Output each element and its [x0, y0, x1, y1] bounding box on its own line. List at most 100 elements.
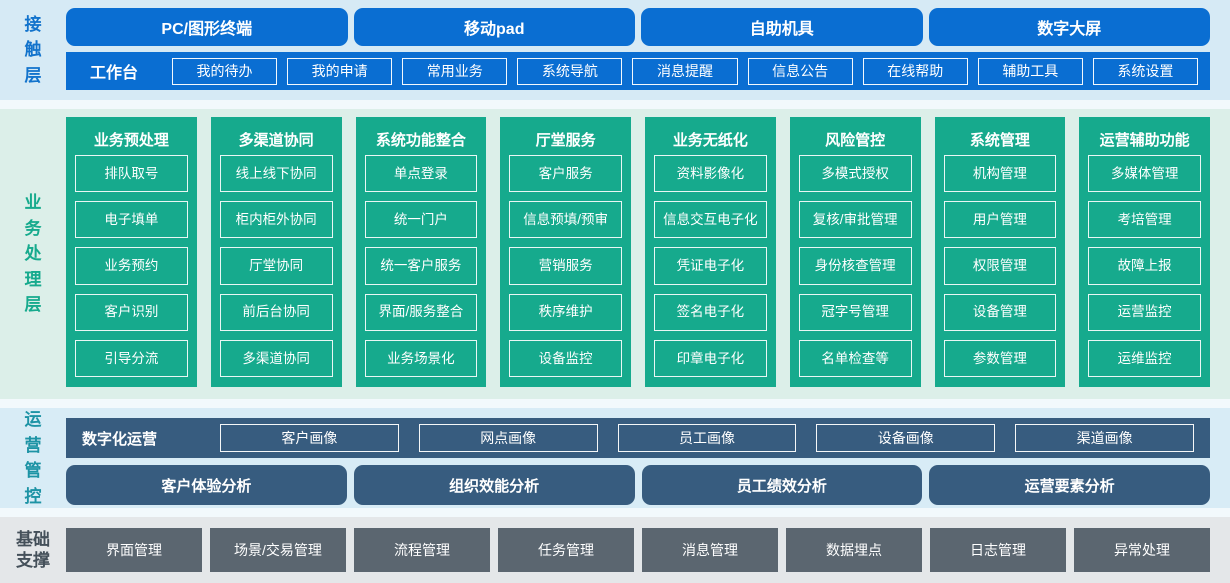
contact-layer-gutter: 接触层 [0, 0, 66, 100]
foundation-layer-gutter: 基础支撑 [0, 517, 66, 583]
column-items: 排队取号 电子填单 业务预约 客户识别 引导分流 [75, 155, 188, 378]
customer-portrait-button[interactable]: 客户画像 [220, 424, 399, 452]
item-eseal[interactable]: 印章电子化 [654, 339, 767, 378]
item-review-approval[interactable]: 复核/审批管理 [798, 201, 912, 239]
item-parameter-mgmt[interactable]: 参数管理 [943, 339, 1057, 378]
item-training-mgmt[interactable]: 考培管理 [1088, 201, 1201, 239]
business-layer-content: 业务预处理 排队取号 电子填单 业务预约 客户识别 引导分流 多渠道协同 线上线… [66, 109, 1210, 399]
item-doc-imaging[interactable]: 资料影像化 [654, 155, 767, 193]
item-multimedia-mgmt[interactable]: 多媒体管理 [1088, 155, 1201, 193]
contact-layer-label: 接触层 [24, 14, 42, 85]
digital-ops-label: 数字化运营 [82, 430, 158, 448]
employee-performance-analysis-button[interactable]: 员工绩效分析 [641, 465, 923, 505]
process-mgmt-button[interactable]: 流程管理 [354, 528, 490, 572]
item-queue-ticket[interactable]: 排队取号 [75, 155, 188, 193]
item-guide-divert[interactable]: 引导分流 [75, 339, 188, 378]
column-risk-control: 风险管控 多模式授权 复核/审批管理 身份核查管理 冠字号管理 名单检查等 [789, 117, 921, 387]
org-efficiency-analysis-button[interactable]: 组织效能分析 [353, 465, 635, 505]
employee-portrait-button[interactable]: 员工画像 [617, 424, 797, 452]
foundation-row: 界面管理 场景/交易管理 流程管理 任务管理 消息管理 数据埋点 日志管理 异常… [66, 528, 1210, 572]
column-title: 多渠道协同 [238, 131, 314, 149]
item-eform[interactable]: 电子填单 [75, 201, 188, 239]
terminal-row: PC/图形终端 移动pad 自助机具 数字大屏 [66, 0, 1210, 46]
item-sso[interactable]: 单点登录 [364, 155, 478, 193]
workbench-item-applications[interactable]: 我的申请 [287, 57, 393, 85]
item-serialnumber-mgmt[interactable]: 冠字号管理 [798, 293, 912, 331]
item-prefill-preaudit[interactable]: 信息预填/预审 [509, 201, 622, 239]
business-layer-label: 业务处理层 [24, 193, 42, 315]
item-esignature[interactable]: 签名电子化 [654, 293, 767, 331]
scene-transaction-mgmt-button[interactable]: 场景/交易管理 [210, 528, 346, 572]
customer-experience-analysis-button[interactable]: 客户体验分析 [66, 465, 347, 505]
operations-layer-content: 数字化运营 客户画像 网点画像 员工画像 设备画像 渠道画像 客户体验分析 组织… [66, 408, 1210, 508]
workbench-label: 工作台 [89, 65, 138, 82]
item-multichannel-coord[interactable]: 多渠道协同 [219, 339, 333, 378]
column-title: 业务无纸化 [672, 131, 748, 149]
item-scenario[interactable]: 业务场景化 [364, 339, 478, 378]
column-system-management: 系统管理 机构管理 用户管理 权限管理 设备管理 参数管理 [934, 117, 1066, 387]
data-tracking-button[interactable]: 数据埋点 [786, 528, 922, 572]
message-mgmt-button[interactable]: 消息管理 [642, 528, 778, 572]
item-identity-check[interactable]: 身份核查管理 [798, 247, 912, 285]
operations-layer-label: 运营管控 [24, 410, 42, 506]
column-title: 风险管控 [825, 131, 886, 149]
item-marketing-service[interactable]: 营销服务 [509, 247, 622, 285]
workbench-item-announcements[interactable]: 信息公告 [747, 57, 853, 85]
item-list-check[interactable]: 名单检查等 [798, 339, 912, 378]
item-multimode-auth[interactable]: 多模式授权 [798, 155, 912, 193]
item-ops-monitor[interactable]: 运营监控 [1088, 293, 1201, 331]
item-unified-portal[interactable]: 统一门户 [364, 201, 478, 239]
workbench-item-todo[interactable]: 我的待办 [172, 57, 278, 85]
item-user-mgmt[interactable]: 用户管理 [943, 201, 1057, 239]
workbench-item-settings[interactable]: 系统设置 [1092, 57, 1198, 85]
branch-portrait-button[interactable]: 网点画像 [418, 424, 598, 452]
channel-portrait-button[interactable]: 渠道画像 [1015, 424, 1194, 452]
terminal-pad-button[interactable]: 移动pad [353, 8, 635, 46]
workbench-item-common-business[interactable]: 常用业务 [402, 57, 508, 85]
task-mgmt-button[interactable]: 任务管理 [498, 528, 634, 572]
item-customer-id[interactable]: 客户识别 [75, 293, 188, 331]
divider [0, 508, 1230, 517]
item-fault-report[interactable]: 故障上报 [1088, 247, 1201, 285]
column-title: 运营辅助功能 [1099, 131, 1190, 149]
item-ui-service-integration[interactable]: 界面/服务整合 [364, 293, 478, 331]
item-permission-mgmt[interactable]: 权限管理 [943, 247, 1057, 285]
log-mgmt-button[interactable]: 日志管理 [930, 528, 1066, 572]
digital-ops-bar: 数字化运营 客户画像 网点画像 员工画像 设备画像 渠道画像 [66, 418, 1210, 458]
item-appointment[interactable]: 业务预约 [75, 247, 188, 285]
item-org-mgmt[interactable]: 机构管理 [943, 155, 1057, 193]
item-hall-coord[interactable]: 厅堂协同 [219, 247, 333, 285]
item-device-mgmt[interactable]: 设备管理 [943, 293, 1057, 331]
item-online-offline[interactable]: 线上线下协同 [219, 155, 333, 193]
workbench-item-navigation[interactable]: 系统导航 [517, 57, 623, 85]
workbench-item-tools[interactable]: 辅助工具 [977, 57, 1083, 85]
workbench-item-help[interactable]: 在线帮助 [862, 57, 968, 85]
ui-mgmt-button[interactable]: 界面管理 [66, 528, 202, 572]
column-ops-auxiliary: 运营辅助功能 多媒体管理 考培管理 故障上报 运营监控 运维监控 [1079, 117, 1210, 387]
item-order-maintenance[interactable]: 秩序维护 [509, 293, 622, 331]
item-evoucher[interactable]: 凭证电子化 [654, 247, 767, 285]
item-counter-coord[interactable]: 柜内柜外协同 [219, 201, 333, 239]
analysis-row: 客户体验分析 组织效能分析 员工绩效分析 运营要素分析 [66, 465, 1210, 505]
column-items: 单点登录 统一门户 统一客户服务 界面/服务整合 业务场景化 [364, 155, 478, 378]
terminal-pc-button[interactable]: PC/图形终端 [66, 8, 348, 46]
workbench-item-reminders[interactable]: 消息提醒 [632, 57, 738, 85]
item-einteraction[interactable]: 信息交互电子化 [654, 201, 767, 239]
contact-layer-content: PC/图形终端 移动pad 自助机具 数字大屏 工作台 我的待办 我的申请 常用… [66, 0, 1210, 100]
business-processing-layer: 业务处理层 业务预处理 排队取号 电子填单 业务预约 客户识别 引导分流 多渠道… [0, 109, 1230, 399]
operations-layer-gutter: 运营管控 [0, 408, 66, 508]
contact-layer: 接触层 PC/图形终端 移动pad 自助机具 数字大屏 工作台 我的待办 我的申… [0, 0, 1230, 100]
column-items: 机构管理 用户管理 权限管理 设备管理 参数管理 [943, 155, 1057, 378]
item-customer-service[interactable]: 客户服务 [509, 155, 622, 193]
terminal-bigscreen-button[interactable]: 数字大屏 [928, 8, 1210, 46]
item-front-back-coord[interactable]: 前后台协同 [219, 293, 333, 331]
terminal-selfservice-button[interactable]: 自助机具 [641, 8, 923, 46]
device-portrait-button[interactable]: 设备画像 [816, 424, 996, 452]
item-maintenance-monitor[interactable]: 运维监控 [1088, 339, 1201, 378]
item-device-monitor[interactable]: 设备监控 [509, 339, 622, 378]
item-unified-service[interactable]: 统一客户服务 [364, 247, 478, 285]
column-title: 系统管理 [969, 131, 1030, 149]
exception-handling-button[interactable]: 异常处理 [1074, 528, 1210, 572]
ops-factor-analysis-button[interactable]: 运营要素分析 [929, 465, 1210, 505]
